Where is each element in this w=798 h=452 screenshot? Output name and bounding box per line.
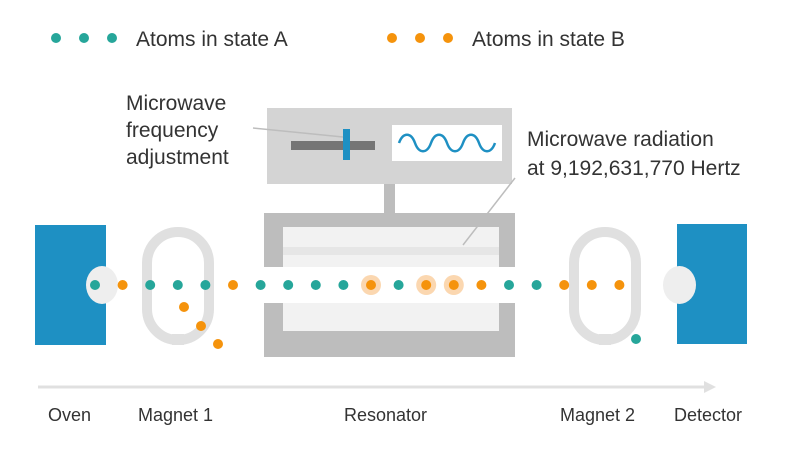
detector [663,224,747,344]
oven [35,225,118,345]
detector-label: Detector [674,405,742,425]
atom-state-a [504,280,514,290]
frequency-slider-track [291,141,375,150]
oven-label: Oven [48,405,91,425]
legend-state-b-dots [387,33,453,43]
atom-beam [90,275,625,295]
deflected-atom-b [196,321,206,331]
freq-adjust-leader-line [252,127,344,138]
deflected-atom-b [213,339,223,349]
resonator-label: Resonator [344,405,427,425]
atom-state-b [366,280,376,290]
atom-state-a [145,280,156,290]
deflected-atom-b [179,302,189,312]
freq-adjust-label-line-2: frequency [126,119,219,142]
magnet-2-label: Magnet 2 [560,405,635,425]
frequency-slider-knob [343,129,350,160]
radiation-leader-line [462,177,516,246]
resonator [264,177,516,357]
control-stem [384,184,395,215]
atom-state-b [421,280,432,290]
deflected-atoms [179,302,641,349]
atom-state-b [117,280,128,290]
atom-state-a [200,280,211,290]
freq-adjust-label-line-3: adjustment [126,146,229,169]
radiation-label-line-2: at 9,192,631,770 Hertz [527,157,741,180]
atom-state-b [586,280,597,290]
magnet-2 [569,227,641,345]
magnet-1-label: Magnet 1 [138,405,213,425]
atom-state-b [476,280,487,290]
atom-state-b [448,280,459,290]
legend-state-a-label: Atoms in state A [136,28,288,51]
microwave-control-box [252,108,512,215]
atom-state-b [614,280,625,290]
freq-adjust-label-line-1: Microwave [126,92,226,115]
atom-state-a [310,280,321,290]
atom-state-a [172,280,183,290]
atom-state-a [255,280,266,290]
atom-state-a [393,280,404,290]
atom-state-b [559,280,570,290]
timeline-arrow [38,381,716,393]
microwave-wave-icon [397,133,497,153]
legend-state-a-dots [51,33,117,43]
atom-state-b [228,280,238,290]
legend-state-b-label: Atoms in state B [472,28,625,51]
atom-state-a [338,280,349,290]
deflected-atom-a [631,334,641,344]
atom-state-a [531,280,542,290]
radiation-label-line-1: Microwave radiation [527,128,714,151]
atom-state-a [90,280,100,290]
legend: Atoms in state A Atoms in state B [51,28,625,51]
atom-state-a [283,280,294,290]
